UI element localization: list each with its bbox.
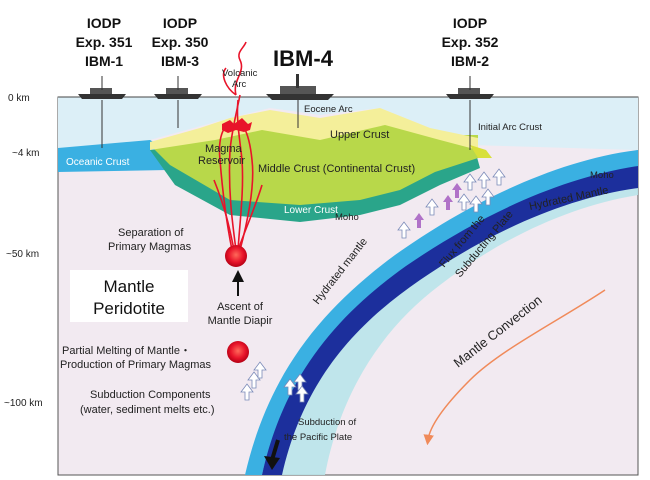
sea-layer — [58, 97, 638, 150]
ascent-arrowhead — [232, 270, 244, 282]
exp350-line3: IBM-3 — [161, 53, 199, 69]
depth-4km: ~4 km — [12, 148, 40, 159]
ship-exp350-icon — [154, 76, 202, 99]
partial-melting-label-2: Production of Primary Magmas — [60, 359, 211, 371]
oceanic-crust-label: Oceanic Crust — [66, 157, 130, 168]
flux-arrows — [240, 168, 506, 403]
ship-ibm4-icon — [266, 74, 334, 100]
mantle-peridotite-box — [70, 270, 188, 322]
volcanic-arc-label-2: Arc — [232, 79, 247, 90]
ship-exp351-icon — [78, 76, 126, 99]
depth-100km: ~100 km — [4, 398, 43, 409]
exp350-line1: IODP — [163, 15, 197, 31]
mantle-peridotite-label-1: Mantle — [103, 277, 154, 296]
exp352-line3: IBM-2 — [451, 53, 489, 69]
exp352-line1: IODP — [453, 15, 487, 31]
partial-melt-blob — [227, 341, 249, 363]
ship-exp352-icon — [446, 76, 494, 99]
ibm4-label: IBM-4 — [273, 46, 334, 71]
volcanic-arc-label-1: Volcanic — [222, 68, 258, 79]
subduction-direction-arrowhead — [264, 456, 280, 470]
middle-crust-label: Middle Crust (Continental Crust) — [258, 163, 415, 175]
mantle-convection-arrow — [423, 289, 606, 446]
eocene-arc-label: Eocene Arc — [304, 104, 353, 115]
exp352-line2: Exp. 352 — [442, 34, 499, 50]
lower-crust-label: Lower Crust — [284, 205, 338, 216]
initial-arc-crust-edge — [470, 145, 492, 158]
moho-left-label: Moho — [335, 212, 359, 223]
exp351-line1: IODP — [87, 15, 121, 31]
moho-right-label: Moho — [590, 170, 614, 181]
subduction-direction-arrow — [270, 439, 280, 461]
ascent-label-2: Mantle Diapir — [208, 315, 273, 327]
partial-melting-label-1: Partial Melting of Mantle・ — [62, 345, 191, 357]
oceanic-crust-layer — [58, 140, 168, 172]
exp350-line2: Exp. 350 — [152, 34, 209, 50]
initial-arc-crust-label: Initial Arc Crust — [478, 122, 542, 133]
separation-label-1: Separation of — [118, 227, 184, 239]
exp351-line3: IBM-1 — [85, 53, 123, 69]
middle-crust-layer — [150, 120, 478, 205]
subduction-pacific-label-1: Subduction of — [298, 417, 356, 428]
depth-50km: ~50 km — [6, 249, 39, 260]
subduction-pacific-label-2: the Pacific Plate — [284, 432, 352, 443]
depth-0km: 0 km — [8, 93, 30, 104]
ascent-label-1: Ascent of — [217, 301, 264, 313]
magma-reservoir-label-2: Reservoir — [198, 155, 245, 167]
flux-arrows-purple — [414, 183, 462, 228]
drill-holes — [101, 100, 471, 150]
subduction-components-label-2: (water, sediment melts etc.) — [80, 404, 215, 416]
magma-reservoir-label-1: Magma — [205, 143, 243, 155]
upper-crust-layer — [150, 108, 478, 150]
upper-crust-label: Upper Crust — [330, 129, 389, 141]
exp351-line2: Exp. 351 — [76, 34, 133, 50]
subduction-components-label-1: Subduction Components — [90, 389, 211, 401]
magma-reservoir — [222, 118, 252, 133]
mantle-peridotite-label-2: Peridotite — [93, 299, 165, 318]
separation-label-2: Primary Magmas — [108, 241, 192, 253]
primary-magma-blob — [225, 245, 247, 267]
